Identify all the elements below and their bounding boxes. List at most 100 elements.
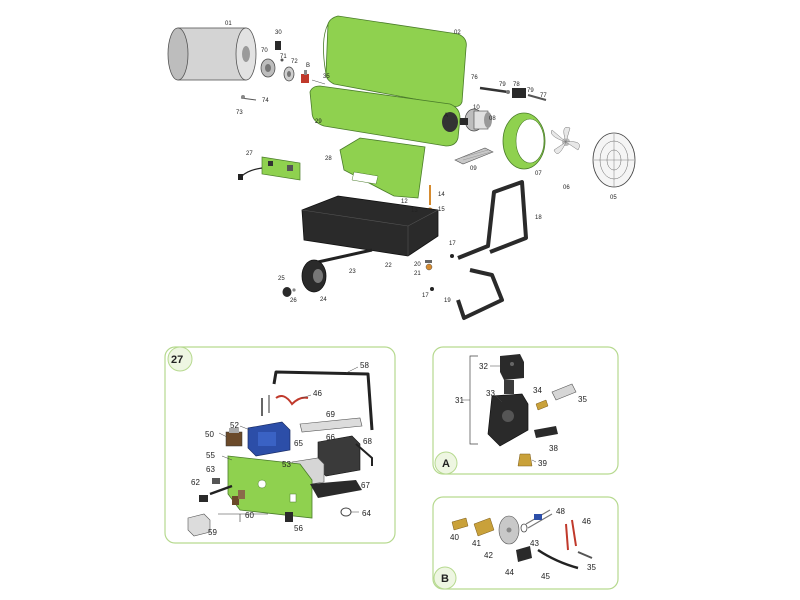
part-bolt-17b bbox=[430, 287, 434, 291]
callout-05: 05 bbox=[610, 195, 617, 201]
callout-pb-40: 40 bbox=[450, 533, 459, 542]
panel-a-badge: A bbox=[442, 458, 450, 470]
part-disc-42 bbox=[498, 515, 520, 545]
panel-a-callouts: 32 31 33 34 35 38 39 bbox=[455, 362, 587, 468]
part-lower-frame bbox=[456, 268, 504, 320]
part-cable-58 bbox=[272, 370, 374, 431]
callout-72: 72 bbox=[291, 59, 298, 65]
callout-21: 21 bbox=[414, 271, 421, 277]
part-fitting-34 bbox=[535, 399, 549, 411]
part-cover-28 bbox=[339, 137, 426, 199]
callout-23: 23 bbox=[349, 269, 356, 275]
part-outer-shell-top bbox=[323, 15, 467, 107]
part-coupling-38 bbox=[534, 426, 558, 438]
callout-pa-39: 39 bbox=[538, 459, 547, 468]
panel-27-leaders bbox=[218, 366, 359, 513]
part-solenoid-32 bbox=[500, 354, 524, 380]
callout-p27-64: 64 bbox=[362, 509, 371, 518]
callout-pa-32: 32 bbox=[479, 362, 488, 371]
part-fittings-20-21 bbox=[425, 260, 433, 271]
part-rod-35 bbox=[577, 551, 593, 559]
part-holder-41 bbox=[473, 517, 495, 537]
callout-70: 70 bbox=[261, 48, 268, 54]
part-pump-body-33 bbox=[487, 380, 529, 447]
part-fuel-tank bbox=[301, 195, 439, 257]
callout-pa-38: 38 bbox=[549, 444, 558, 453]
part-motor bbox=[460, 108, 492, 132]
callout-pb-42: 42 bbox=[484, 551, 493, 560]
callout-b-main: B bbox=[306, 63, 310, 69]
part-handle-frame bbox=[457, 180, 528, 260]
callout-01: 01 bbox=[225, 21, 232, 27]
part-bolt-17a bbox=[450, 254, 454, 258]
callout-p27-52: 52 bbox=[230, 421, 239, 430]
callout-p27-58: 58 bbox=[360, 361, 369, 370]
callout-pa-35: 35 bbox=[578, 395, 587, 404]
part-combustion-chamber bbox=[167, 27, 257, 81]
callout-76: 76 bbox=[471, 75, 478, 81]
callout-13: 13 bbox=[411, 208, 418, 214]
callout-78: 78 bbox=[513, 82, 520, 88]
callout-19: 19 bbox=[444, 298, 451, 304]
part-electrodes-48 bbox=[525, 509, 553, 529]
callout-p27-65: 65 bbox=[294, 439, 303, 448]
callout-79a: 79 bbox=[499, 82, 506, 88]
part-tube-44 bbox=[516, 546, 532, 562]
callout-09: 09 bbox=[470, 166, 477, 172]
callout-07: 07 bbox=[535, 171, 542, 177]
part-board-55 bbox=[227, 455, 313, 519]
callout-17b: 17 bbox=[422, 293, 429, 299]
part-plate-67 bbox=[310, 480, 362, 498]
callout-08: 08 bbox=[489, 116, 496, 122]
part-outer-shell-bottom bbox=[309, 85, 461, 147]
callout-p27-62: 62 bbox=[191, 478, 200, 487]
panel-a-leaders bbox=[490, 365, 537, 463]
part-filter-35 bbox=[551, 383, 577, 401]
part-cable-45 bbox=[537, 548, 579, 570]
part-nut-39 bbox=[517, 453, 533, 467]
panel-a-pump: A 32 31 33 34 35 bbox=[432, 346, 619, 475]
callout-p27-53: 53 bbox=[282, 460, 291, 469]
part-switch-59 bbox=[187, 513, 211, 537]
callout-26: 26 bbox=[290, 298, 297, 304]
callout-pb-41: 41 bbox=[472, 539, 481, 548]
panel-27-badge: 27 bbox=[171, 354, 183, 366]
part-ring-72 bbox=[283, 66, 295, 82]
callout-35: 35 bbox=[323, 74, 330, 80]
callout-p27-66: 66 bbox=[326, 433, 335, 442]
part-screw-71 bbox=[280, 58, 284, 62]
callout-15: 15 bbox=[438, 207, 445, 213]
callout-a-main: A bbox=[444, 113, 448, 119]
callout-17a: 17 bbox=[449, 241, 456, 247]
callout-pb-45: 45 bbox=[541, 572, 550, 581]
callout-p27-68: 68 bbox=[363, 437, 372, 446]
callout-p27-46: 46 bbox=[313, 389, 322, 398]
part-ring-43 bbox=[520, 523, 528, 533]
panel-27-callouts: 58 46 69 52 50 66 68 65 55 53 63 62 67 6… bbox=[191, 361, 372, 537]
callout-p27-55: 55 bbox=[206, 451, 215, 460]
main-callouts: 01 02 30 70 71 72 35 B A 29 74 73 76 79 … bbox=[225, 21, 617, 304]
callout-29: 29 bbox=[315, 119, 322, 125]
part-shaft-76 bbox=[479, 86, 509, 94]
part-fan-blades bbox=[551, 127, 580, 154]
callout-27: 27 bbox=[246, 151, 253, 157]
callout-18: 18 bbox=[535, 215, 542, 221]
callout-06: 06 bbox=[563, 185, 570, 191]
part-pump-78 bbox=[506, 88, 547, 101]
part-nozzle-assembly-b bbox=[301, 70, 309, 83]
callout-74: 74 bbox=[262, 98, 269, 104]
callout-28: 28 bbox=[325, 156, 332, 162]
part-screws-73-74 bbox=[240, 95, 257, 101]
callout-20: 20 bbox=[414, 262, 421, 268]
part-leads-46 bbox=[565, 519, 577, 551]
part-transformer-52 bbox=[247, 421, 291, 457]
callout-14: 14 bbox=[438, 192, 445, 198]
callout-10: 10 bbox=[473, 105, 480, 111]
part-clip-30 bbox=[275, 41, 281, 50]
callout-25: 25 bbox=[278, 276, 285, 282]
part-fan-guard bbox=[592, 132, 636, 188]
part-relay-50 bbox=[225, 428, 243, 447]
panel-b-badge: B bbox=[441, 573, 449, 585]
panel-b-callouts: 48 46 40 41 43 42 44 45 35 bbox=[450, 507, 596, 581]
